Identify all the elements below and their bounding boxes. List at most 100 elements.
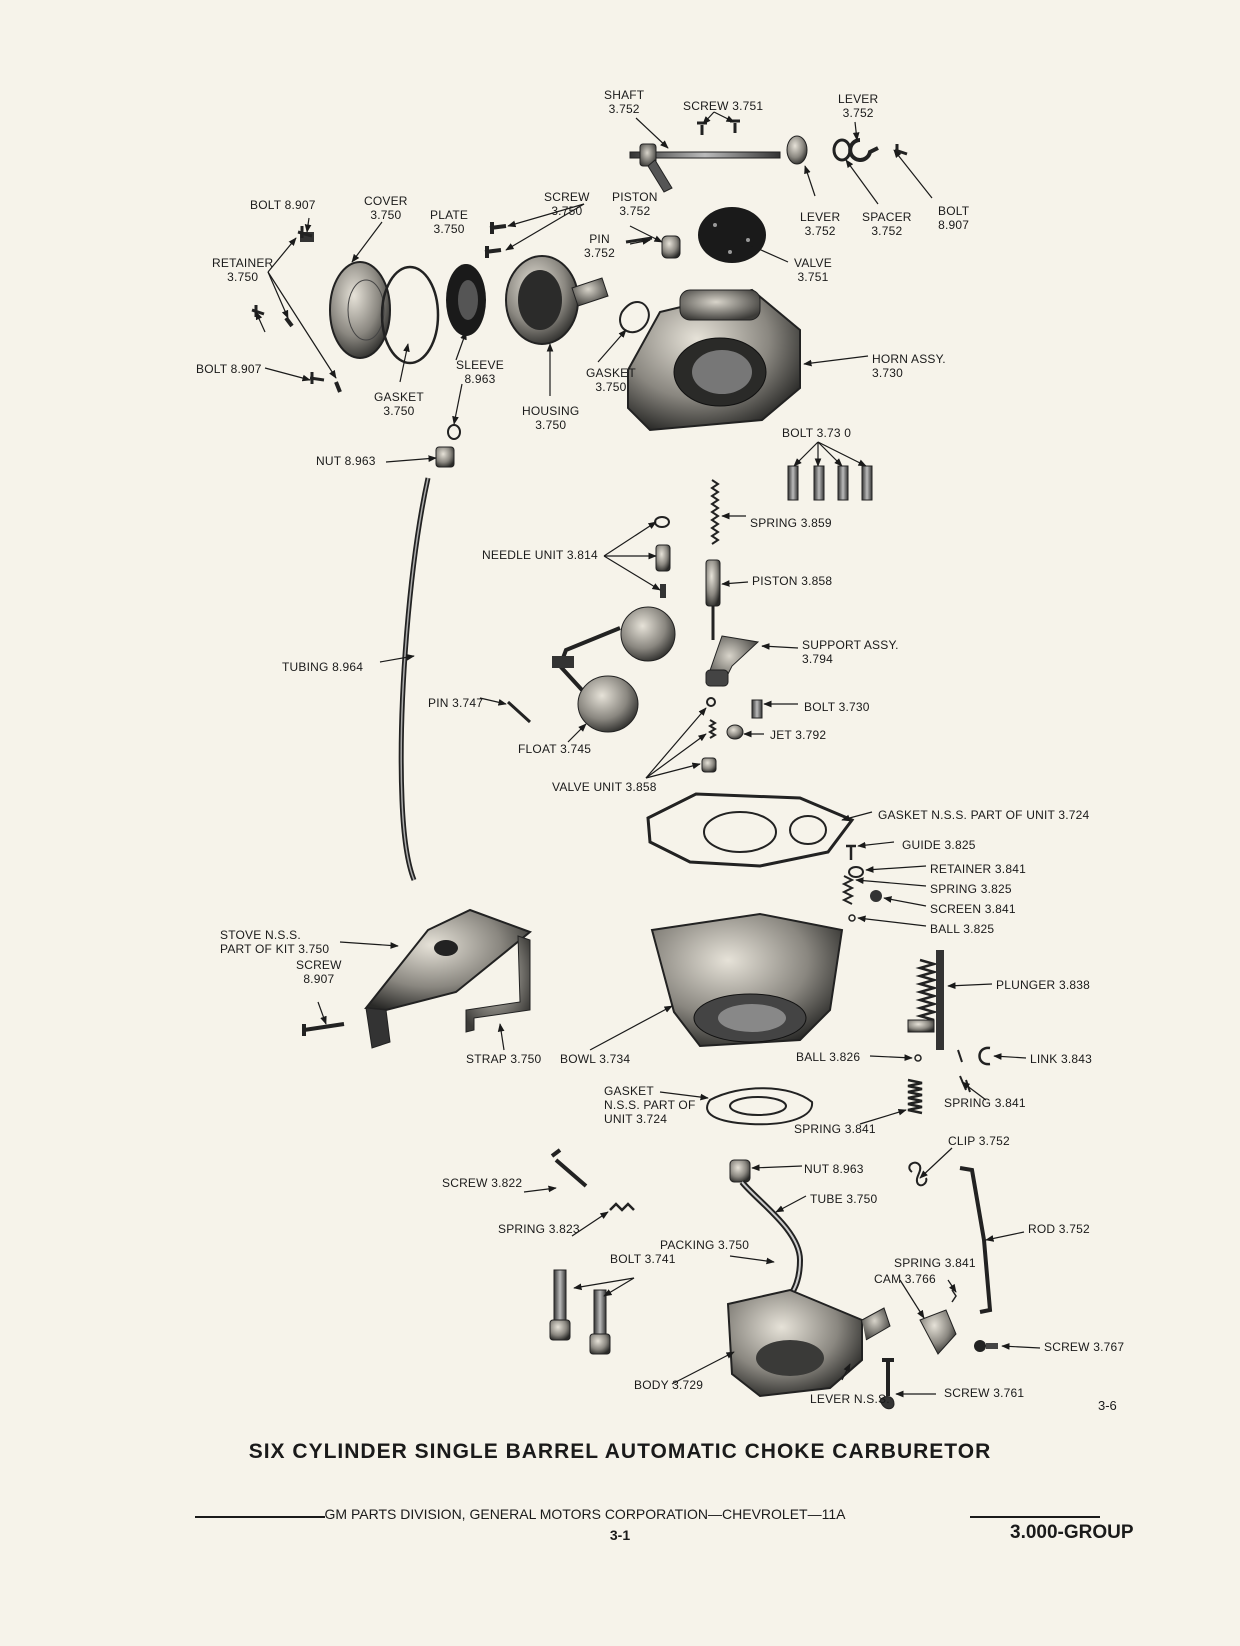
label-tubing: TUBING 8.964 — [282, 660, 364, 674]
label-float: FLOAT 3.745 — [518, 742, 592, 756]
label-ball-3826: BALL 3.826 — [796, 1050, 861, 1064]
label-spring-3859: SPRING 3.859 — [750, 516, 832, 530]
screw-3822-part — [550, 1148, 588, 1188]
sleeve-nut-part — [435, 424, 461, 468]
spring-3859-part — [710, 479, 720, 545]
stove-part — [364, 908, 532, 1049]
piston-3752-part — [625, 235, 681, 259]
label-plunger: PLUNGER 3.838 — [996, 978, 1090, 992]
label-valve-unit: VALVE UNIT 3.858 — [552, 780, 657, 794]
bolt-jet-valve-part — [701, 697, 763, 773]
spring-3841-mid-part — [907, 1078, 923, 1115]
label-nut-8963-lower: NUT 8.963 — [804, 1162, 864, 1176]
ball-3826-part — [914, 1054, 922, 1062]
screw-3761-part — [882, 1358, 894, 1396]
label-bolt-3741: BOLT 3.741 — [610, 1252, 676, 1266]
piston-3858-part — [705, 559, 721, 640]
label-pin-3747: PIN 3.747 — [428, 696, 484, 710]
label-stove: STOVE N.S.S.PART OF KIT 3.750 — [220, 928, 330, 956]
label-support-assy: SUPPORT ASSY.3.794 — [802, 638, 899, 666]
label-ball-3825: BALL 3.825 — [930, 922, 995, 936]
label-horn-assy: HORN ASSY.3.730 — [872, 352, 946, 380]
body-part — [726, 1288, 891, 1398]
label-link: LINK 3.843 — [1030, 1052, 1093, 1066]
label-bowl: BOWL 3.734 — [560, 1052, 631, 1066]
label-screw-3761: SCREW 3.761 — [944, 1386, 1025, 1400]
bolts-left-part — [251, 226, 342, 393]
gasket-ring-part — [380, 265, 440, 365]
label-screw-3767: SCREW 3.767 — [1044, 1340, 1125, 1354]
lever-assembly-part — [786, 135, 908, 165]
spring-3823-part — [609, 1202, 635, 1212]
screw-3750-part — [484, 222, 507, 258]
needle-unit-part — [654, 516, 671, 598]
bowl-part — [650, 912, 844, 1048]
label-piston-3858: PISTON 3.858 — [752, 574, 833, 588]
label-screw-3822: SCREW 3.822 — [442, 1176, 523, 1190]
tubing-part — [398, 477, 431, 881]
bolts-3730-part — [787, 465, 873, 501]
gasket-lower-part — [706, 1087, 814, 1126]
gasket-upper-part — [646, 792, 855, 868]
cover-part — [300, 232, 391, 359]
label-retainer-3841: RETAINER 3.841 — [930, 862, 1026, 876]
label-screen: SCREEN 3.841 — [930, 902, 1016, 916]
nut-tube-part — [729, 1159, 804, 1298]
screw-3767-part — [974, 1340, 998, 1352]
float-part — [552, 606, 676, 733]
label-bolt-8907-topleft: BOLT 8.907 — [250, 198, 316, 212]
rod-part — [959, 1166, 993, 1314]
label-strap: STRAP 3.750 — [466, 1052, 542, 1066]
footer-page-number: 3-1 — [609, 1527, 631, 1543]
housing-part — [505, 255, 609, 345]
page-title: SIX CYLINDER SINGLE BARREL AUTOMATIC CHO… — [248, 1440, 992, 1463]
label-bolt-3730-mid: BOLT 3.730 — [804, 700, 870, 714]
plate-part — [446, 264, 486, 336]
clip-part — [908, 1161, 928, 1187]
pin-3747-part — [506, 700, 532, 724]
label-rod: ROD 3.752 — [1028, 1222, 1090, 1236]
footer-publisher: GM PARTS DIVISION, GENERAL MOTORS CORPOR… — [324, 1506, 846, 1522]
label-spring-3841-right: SPRING 3.841 — [944, 1096, 1026, 1110]
cam-spring-part — [919, 1289, 957, 1355]
label-clip: CLIP 3.752 — [948, 1134, 1010, 1148]
label-spring-3823: SPRING 3.823 — [498, 1222, 580, 1236]
label-spring-3841-lower: SPRING 3.841 — [894, 1256, 976, 1270]
exploded-parts-diagram — [251, 111, 1041, 1410]
label-guide: GUIDE 3.825 — [902, 838, 976, 852]
label-packing: PACKING 3.750 — [660, 1238, 750, 1252]
plunger-part — [907, 950, 944, 1050]
label-body: BODY 3.729 — [634, 1378, 704, 1392]
label-screw-3751: SCREW 3.751 — [683, 99, 764, 113]
label-needle-unit: NEEDLE UNIT 3.814 — [482, 548, 598, 562]
label-cam: CAM 3.766 — [874, 1272, 936, 1286]
label-lever-nss: LEVER N.S.S. — [810, 1392, 890, 1406]
gasket-mid-part — [619, 301, 650, 334]
footer-rule-left — [195, 1516, 325, 1518]
footer-rule-right — [970, 1516, 1100, 1518]
label-nut-8963-top: NUT 8.963 — [316, 454, 376, 468]
label-bolt-8907-left: BOLT 8.907 — [196, 362, 262, 376]
label-bolt-3730-top: BOLT 3.73 0 — [782, 426, 852, 440]
lever-nss-part — [879, 1396, 895, 1410]
figure-reference: 3-6 — [1098, 1398, 1117, 1413]
screw-8907-part — [302, 1022, 345, 1036]
guide-spring-parts — [841, 844, 882, 922]
